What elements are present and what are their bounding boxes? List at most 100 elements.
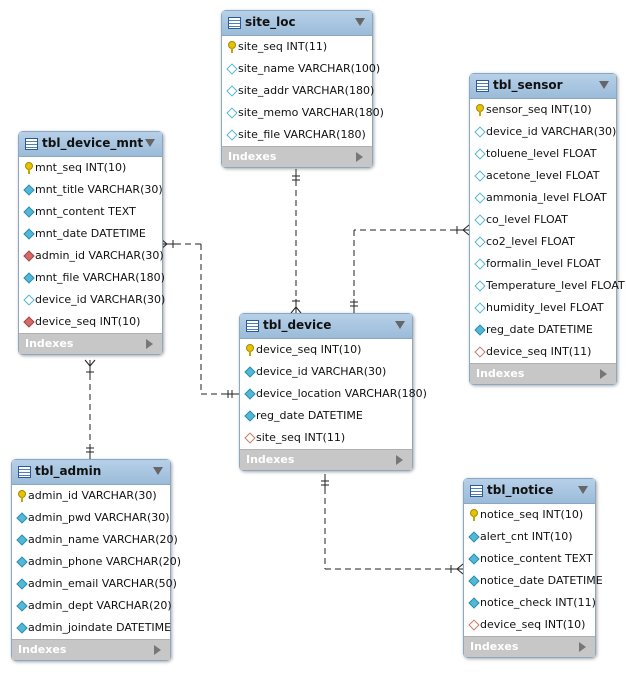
indexes-section[interactable]: Indexes: [464, 636, 595, 657]
table-tbl-notice[interactable]: tbl_notice notice_seq INT(10) alert_cnt I…: [463, 478, 603, 658]
chevron-down-icon[interactable]: [145, 139, 155, 147]
primary-key-icon: [246, 344, 254, 356]
column-row[interactable]: acetone_level FLOAT: [470, 165, 616, 187]
table-tbl-sensor[interactable]: tbl_sensor sensor_seq INT(10) device_id V…: [469, 73, 625, 385]
indexes-section[interactable]: Indexes: [19, 333, 162, 354]
column-row[interactable]: site_name VARCHAR(100): [222, 58, 380, 80]
column-label: humidity_level FLOAT: [486, 301, 604, 314]
column-row[interactable]: toluene_level FLOAT: [470, 143, 616, 165]
primary-key-icon: [476, 104, 484, 116]
chevron-down-icon[interactable]: [395, 321, 405, 329]
column-label: device_seq INT(10): [256, 343, 362, 356]
column-row[interactable]: device_id VARCHAR(30): [19, 289, 166, 311]
column-row[interactable]: device_seq INT(11): [470, 341, 616, 363]
column-not-null-icon: [16, 622, 28, 634]
column-label: device_id VARCHAR(30): [256, 365, 387, 378]
table-header[interactable]: tbl_device_mnt: [19, 132, 162, 157]
column-row[interactable]: formalin_level FLOAT: [470, 253, 616, 275]
chevron-down-icon[interactable]: [355, 18, 365, 26]
column-not-null-icon: [16, 556, 28, 568]
chevron-down-icon[interactable]: [578, 486, 588, 494]
column-label: admin_id VARCHAR(30): [28, 489, 157, 502]
indexes-section[interactable]: Indexes: [240, 449, 412, 470]
foreign-key-nullable-icon: [474, 346, 486, 358]
crows-foot-marker: [89, 359, 96, 367]
column-row[interactable]: notice_content TEXT: [464, 548, 595, 570]
column-not-null-icon: [16, 512, 28, 524]
table-header[interactable]: site_loc: [222, 11, 372, 36]
column-label: device_id VARCHAR(30): [486, 125, 617, 138]
table-icon: [18, 466, 31, 478]
column-row[interactable]: mnt_content TEXT: [19, 201, 162, 223]
column-label: formalin_level FLOAT: [486, 257, 601, 270]
table-header[interactable]: tbl_device: [240, 314, 412, 339]
column-row[interactable]: co_level FLOAT: [470, 209, 616, 231]
table-header[interactable]: tbl_sensor: [470, 74, 616, 99]
column-row[interactable]: admin_email VARCHAR(50): [12, 573, 177, 595]
column-row[interactable]: reg_date DATETIME: [470, 319, 616, 341]
column-nullable-icon: [474, 126, 486, 138]
chevron-right-icon[interactable]: [600, 369, 607, 379]
table-header[interactable]: tbl_admin: [12, 460, 170, 485]
column-row[interactable]: mnt_title VARCHAR(30): [19, 179, 163, 201]
column-row[interactable]: admin_id VARCHAR(30): [12, 485, 170, 507]
chevron-down-icon[interactable]: [599, 81, 609, 89]
chevron-right-icon[interactable]: [356, 152, 363, 162]
column-row[interactable]: co2_level FLOAT: [470, 231, 616, 253]
table-header[interactable]: tbl_notice: [464, 479, 595, 504]
indexes-label: Indexes: [246, 453, 295, 466]
chevron-right-icon[interactable]: [396, 455, 403, 465]
column-row[interactable]: device_seq INT(10): [240, 339, 412, 361]
column-not-null-icon: [244, 410, 256, 422]
column-row[interactable]: device_location VARCHAR(180): [240, 383, 427, 405]
chevron-down-icon[interactable]: [153, 467, 163, 475]
column-row[interactable]: admin_phone VARCHAR(20): [12, 551, 181, 573]
column-row[interactable]: mnt_date DATETIME: [19, 223, 162, 245]
table-tbl-device[interactable]: tbl_device device_seq INT(10) device_id V…: [239, 313, 427, 471]
column-row[interactable]: notice_check INT(11): [464, 592, 596, 614]
indexes-section[interactable]: Indexes: [12, 639, 170, 660]
chevron-right-icon[interactable]: [146, 339, 153, 349]
column-row[interactable]: admin_id VARCHAR(30): [19, 245, 164, 267]
indexes-label: Indexes: [18, 643, 67, 656]
column-row[interactable]: device_id VARCHAR(30): [240, 361, 412, 383]
column-row[interactable]: mnt_seq INT(10): [19, 157, 162, 179]
column-row[interactable]: Temperature_level FLOAT: [470, 275, 625, 297]
column-row[interactable]: site_memo VARCHAR(180): [222, 102, 384, 124]
column-row[interactable]: admin_name VARCHAR(20): [12, 529, 178, 551]
column-label: device_id VARCHAR(30): [35, 293, 166, 306]
column-row[interactable]: site_seq INT(11): [222, 36, 372, 58]
column-row[interactable]: admin_dept VARCHAR(20): [12, 595, 172, 617]
column-row[interactable]: humidity_level FLOAT: [470, 297, 616, 319]
column-row[interactable]: alert_cnt INT(10): [464, 526, 595, 548]
column-row[interactable]: site_addr VARCHAR(180): [222, 80, 374, 102]
column-row[interactable]: device_seq INT(10): [464, 614, 595, 636]
column-label: notice_seq INT(10): [480, 508, 584, 521]
column-row[interactable]: ammonia_level FLOAT: [470, 187, 616, 209]
column-not-null-icon: [16, 578, 28, 590]
indexes-section[interactable]: Indexes: [470, 363, 616, 384]
column-label: co_level FLOAT: [486, 213, 568, 226]
table-tbl-device-mnt[interactable]: tbl_device_mnt mnt_seq INT(10)mnt_title …: [18, 131, 166, 355]
chevron-right-icon[interactable]: [154, 645, 161, 655]
column-label: mnt_content TEXT: [35, 205, 136, 218]
column-row[interactable]: admin_joindate DATETIME: [12, 617, 171, 639]
table-tbl-admin[interactable]: tbl_admin admin_id VARCHAR(30) admin_pwd …: [11, 459, 181, 661]
column-row[interactable]: site_file VARCHAR(180): [222, 124, 372, 146]
column-nullable-icon: [474, 236, 486, 248]
column-row[interactable]: sensor_seq INT(10): [470, 99, 616, 121]
column-row[interactable]: admin_pwd VARCHAR(30): [12, 507, 170, 529]
foreign-key-icon: [23, 316, 35, 328]
column-label: notice_check INT(11): [480, 596, 596, 609]
table-site-loc[interactable]: site_loc site_seq INT(11)site_name VARCH…: [221, 10, 384, 168]
column-label: site_memo VARCHAR(180): [238, 106, 384, 119]
column-row[interactable]: reg_date DATETIME: [240, 405, 412, 427]
column-row[interactable]: device_seq INT(10): [19, 311, 162, 333]
column-row[interactable]: device_id VARCHAR(30): [470, 121, 616, 143]
column-row[interactable]: site_seq INT(11): [240, 427, 412, 449]
column-row[interactable]: mnt_file VARCHAR(180): [19, 267, 165, 289]
column-row[interactable]: notice_date DATETIME: [464, 570, 603, 592]
indexes-section[interactable]: Indexes: [222, 146, 372, 167]
column-row[interactable]: notice_seq INT(10): [464, 504, 595, 526]
chevron-right-icon[interactable]: [579, 642, 586, 652]
